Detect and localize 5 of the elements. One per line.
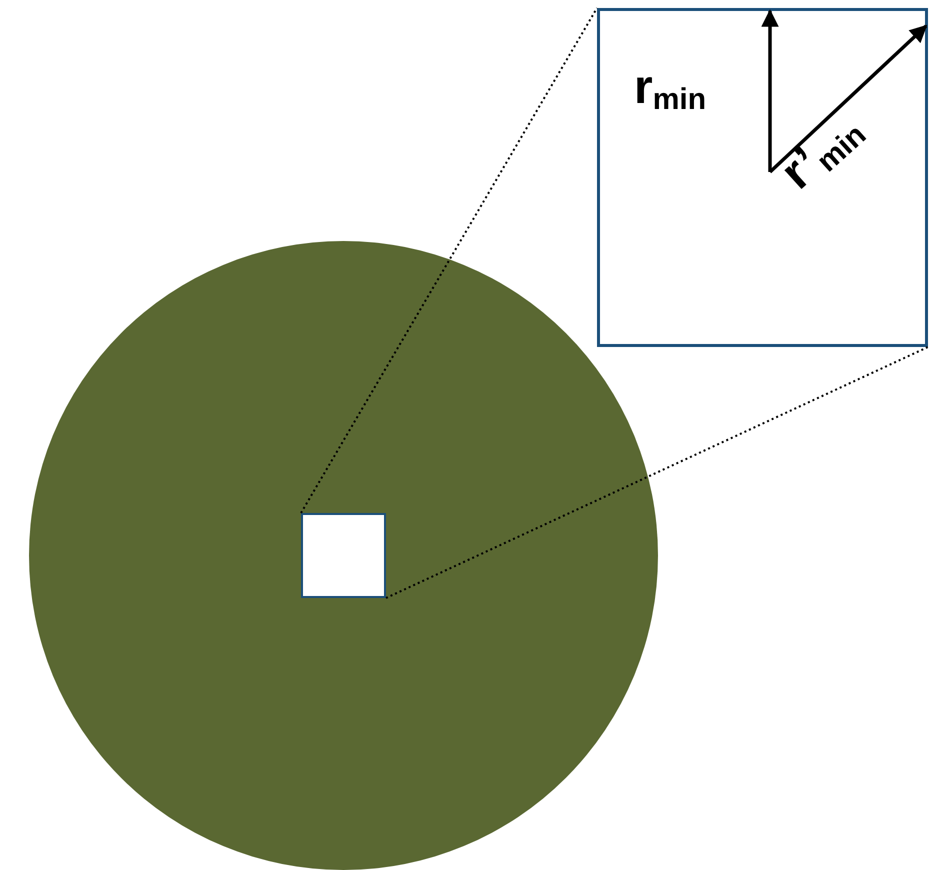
small-square-frame — [301, 513, 386, 598]
radius-label: r$_{min}$ — [634, 64, 706, 112]
zoom-guide-line — [300, 8, 598, 514]
zoom-guide-line — [386, 346, 928, 599]
zoom-inset-frame — [597, 8, 928, 347]
